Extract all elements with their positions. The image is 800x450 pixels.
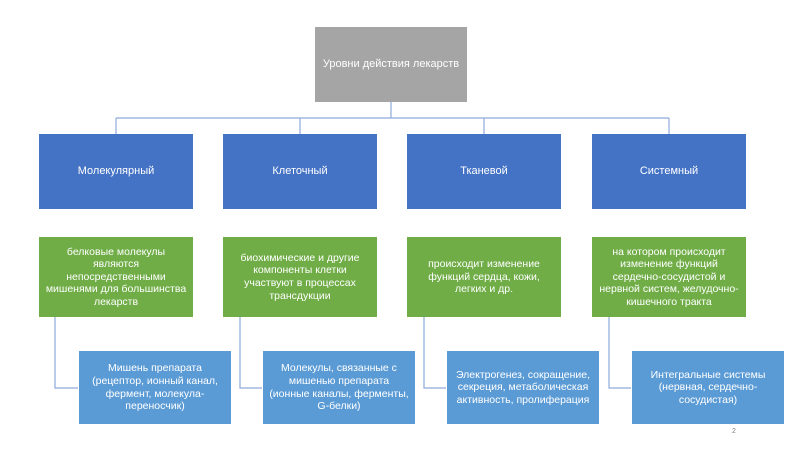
- description-node-systemic: на котором происходит изменение функций …: [592, 237, 746, 317]
- example-text: Интегральные системы (нервная, сердечно-…: [650, 368, 766, 406]
- root-label: Уровни действия лекарств: [322, 57, 460, 70]
- root-node: Уровни действия лекарств: [315, 27, 467, 102]
- example-node-systemic: Интегральные системы (нервная, сердечно-…: [631, 350, 785, 425]
- connector-desc-to-example-2: [239, 317, 262, 389]
- level-node-systemic: Системный: [592, 134, 746, 209]
- description-text: белковые молекулы являются непосредствен…: [45, 245, 187, 308]
- description-text: на котором происходит изменение функций …: [599, 245, 739, 308]
- connector-desc-to-example-1: [54, 317, 78, 389]
- description-text: биохимические и другие компоненты клетки…: [240, 251, 360, 302]
- example-text: Электрогенез, сокращение, секреция, мета…: [455, 368, 591, 406]
- level-label: Молекулярный: [77, 164, 155, 177]
- level-label: Тканевой: [460, 164, 508, 177]
- example-text: Мишень препарата (рецептор, ионный канал…: [92, 362, 218, 413]
- description-node-cellular: биохимические и другие компоненты клетки…: [223, 237, 377, 317]
- connector-desc-to-example-3: [423, 317, 446, 389]
- level-label: Клеточный: [272, 164, 328, 177]
- level-label: Системный: [639, 164, 699, 177]
- page-number: 2: [732, 428, 736, 435]
- example-text: Молекулы, связанные с мишенью препарата …: [269, 362, 409, 413]
- description-node-molecular: белковые молекулы являются непосредствен…: [39, 237, 193, 317]
- example-node-tissue: Электрогенез, сокращение, секреция, мета…: [446, 350, 600, 425]
- level-node-molecular: Молекулярный: [39, 134, 193, 209]
- level-node-tissue: Тканевой: [407, 134, 561, 209]
- description-text: происходит изменение функций сердца, кож…: [428, 258, 540, 296]
- level-node-cellular: Клеточный: [223, 134, 377, 209]
- connector-desc-to-example-4: [608, 317, 631, 389]
- example-node-cellular: Молекулы, связанные с мишенью препарата …: [262, 350, 416, 425]
- example-node-molecular: Мишень препарата (рецептор, ионный канал…: [78, 350, 232, 425]
- description-node-tissue: происходит изменение функций сердца, кож…: [407, 237, 561, 317]
